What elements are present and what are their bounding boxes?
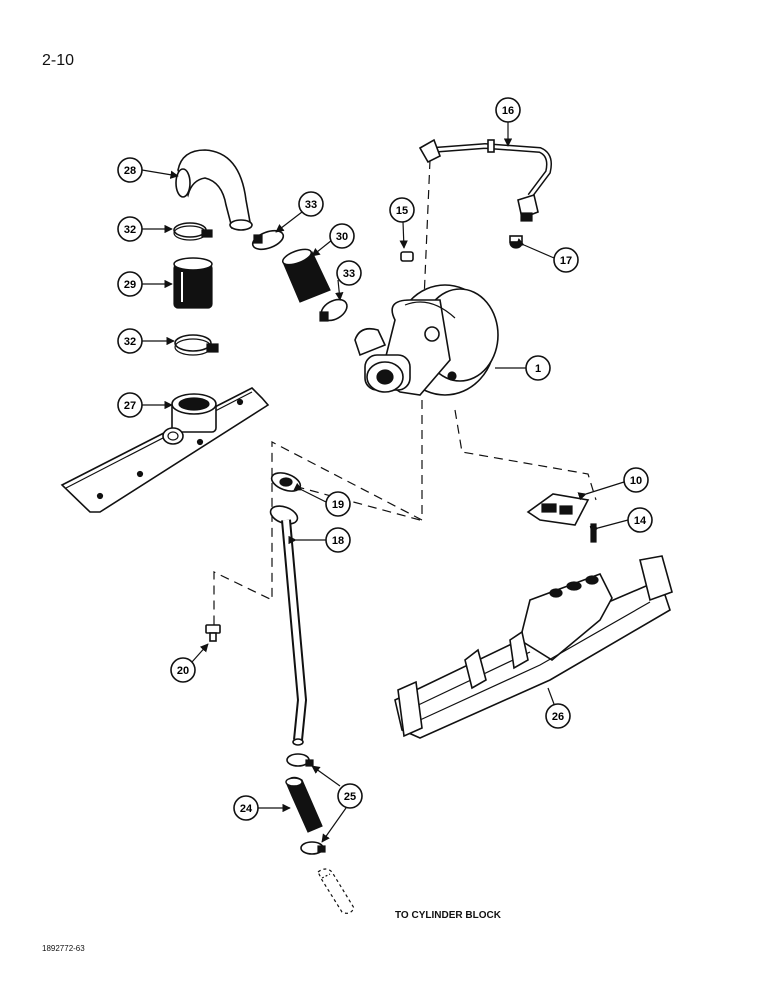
callout-24: 24	[233, 795, 291, 821]
svg-text:33: 33	[305, 199, 317, 211]
svg-text:29: 29	[124, 279, 136, 291]
callout-14: 14	[589, 507, 653, 535]
svg-text:26: 26	[552, 711, 564, 723]
cylinder-block-connection	[317, 868, 355, 914]
part-1-turbocharger	[354, 284, 499, 396]
to-cylinder-block-label: TO CYLINDER BLOCK	[395, 910, 501, 921]
part-27-manifold-cover	[60, 387, 270, 513]
svg-text:14: 14	[634, 515, 647, 527]
svg-text:10: 10	[630, 475, 642, 487]
part-25-clamp-upper	[286, 753, 314, 767]
part-16-oil-supply-pipe	[418, 138, 552, 222]
svg-text:32: 32	[124, 224, 136, 236]
part-19-gasket	[270, 472, 302, 492]
callout-10: 10	[577, 467, 649, 501]
callout-18: 18	[288, 527, 351, 553]
callout-25: 25	[311, 765, 363, 843]
part-20-bolt	[205, 624, 221, 642]
svg-text:18: 18	[332, 535, 344, 547]
callout-1: 1	[495, 355, 551, 381]
svg-text:30: 30	[336, 231, 348, 243]
part-30-angled-hose	[282, 248, 331, 303]
callout-15: 15	[389, 197, 415, 249]
page-number: 2-10	[42, 52, 75, 69]
callout-26: 26	[545, 687, 571, 729]
svg-text:25: 25	[344, 791, 356, 803]
svg-text:19: 19	[332, 499, 344, 511]
part-17-fitting	[509, 235, 523, 249]
callout-33-upper: 33	[275, 191, 324, 233]
svg-text:15: 15	[396, 205, 408, 217]
svg-text:1: 1	[535, 363, 541, 375]
part-24-drain-hose	[285, 776, 323, 833]
part-14-stud	[590, 523, 597, 543]
callout-16: 16	[495, 97, 521, 147]
part-28-elbow-tube	[175, 149, 253, 231]
callout-17: 17	[515, 238, 579, 273]
figure-id: 1892772-63	[42, 944, 85, 953]
part-33-clamp-upper	[251, 229, 285, 251]
callout-19: 19	[293, 482, 351, 517]
part-18-drain-tube	[269, 505, 308, 746]
callout-32-lower: 32	[117, 328, 175, 354]
callout-32-upper: 32	[117, 216, 173, 242]
part-32-hose-clamp-lower	[174, 334, 219, 356]
svg-text:24: 24	[240, 803, 253, 815]
svg-text:28: 28	[124, 165, 136, 177]
callout-28: 28	[117, 157, 179, 183]
callout-29: 29	[117, 271, 173, 297]
part-26-exhaust-manifold	[394, 555, 673, 739]
svg-text:20: 20	[177, 665, 189, 677]
part-15-fitting	[400, 251, 414, 262]
part-29-straight-hose	[173, 257, 213, 309]
svg-text:17: 17	[560, 255, 572, 267]
svg-text:16: 16	[502, 105, 514, 117]
callout-30: 30	[311, 223, 355, 257]
svg-text:27: 27	[124, 400, 136, 412]
part-32-hose-clamp-upper	[173, 222, 213, 241]
part-10-exhaust-gasket	[526, 493, 590, 526]
part-25-clamp-lower	[300, 841, 326, 855]
svg-text:32: 32	[124, 336, 136, 348]
svg-text:33: 33	[343, 268, 355, 280]
part-33-clamp-lower	[319, 298, 348, 322]
callout-20: 20	[170, 643, 209, 683]
callout-27: 27	[117, 392, 173, 418]
callout-33-lower: 33	[335, 260, 362, 301]
